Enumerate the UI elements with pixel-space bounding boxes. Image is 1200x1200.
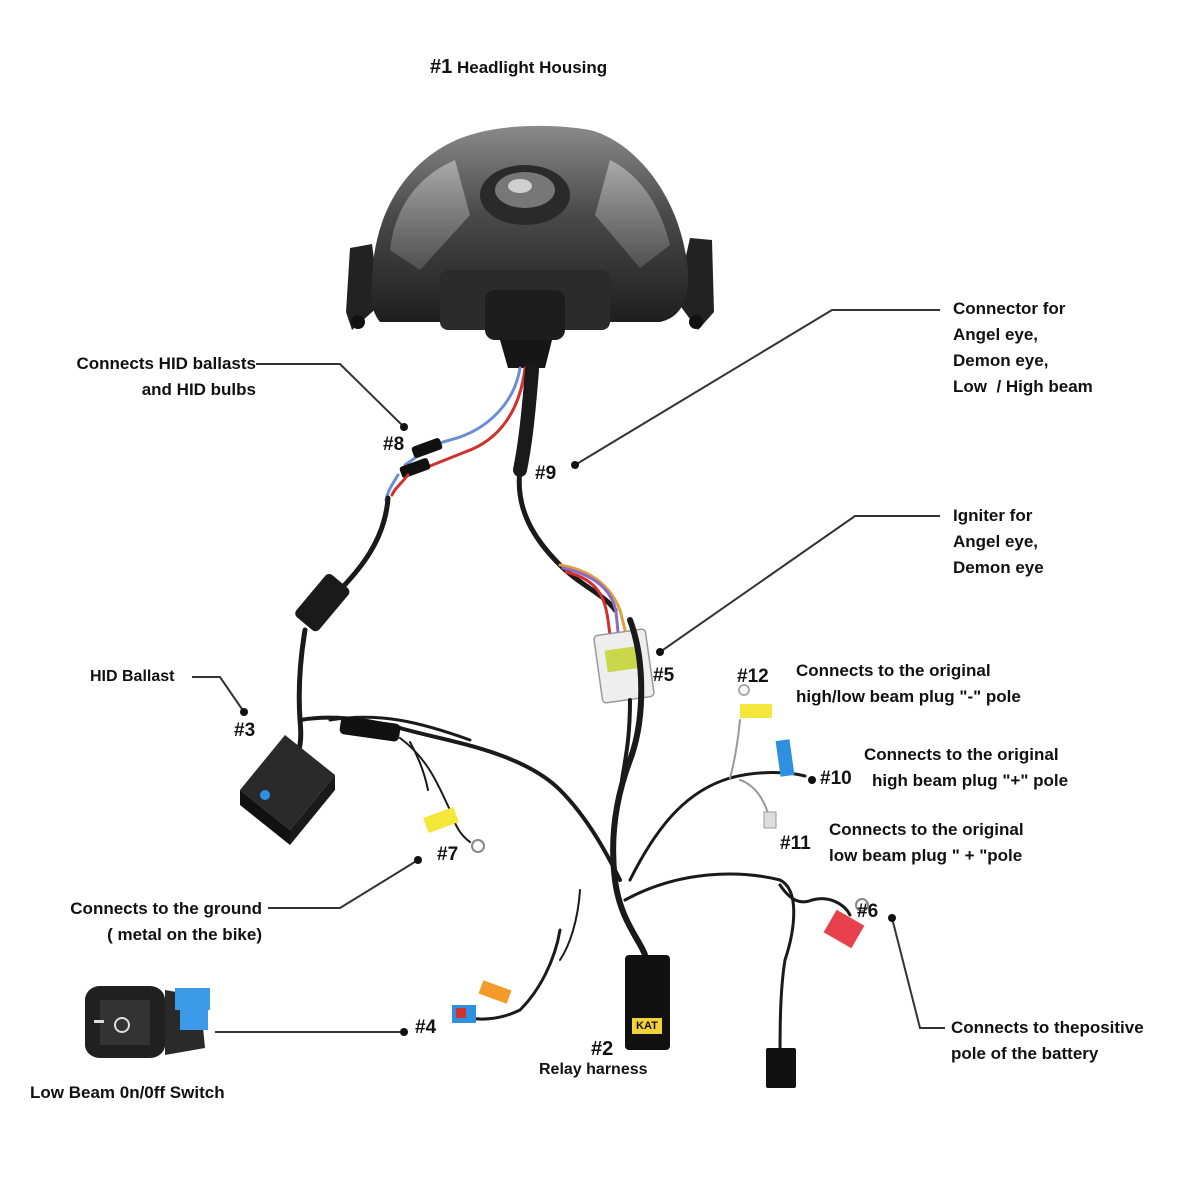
ground-line-1: Connects to the ground (70, 899, 262, 918)
number-10: #10 (820, 768, 852, 789)
leader-dots (240, 423, 896, 1036)
number-12: #12 (737, 666, 769, 687)
igniter-line-3: Demon eye (953, 558, 1044, 577)
number-9: #9 (535, 463, 557, 484)
harness-wires (292, 363, 869, 1088)
hid-connect-line-2: and HID bulbs (141, 380, 256, 399)
low-plus-line-2: low beam plug " + "pole (829, 846, 1023, 865)
headlight-housing-title: #1 Headlight Housing (430, 54, 607, 81)
low-plus-callout: Connects to the original low beam plug "… (829, 817, 1024, 869)
low-plus-line-1: Connects to the original (829, 820, 1024, 839)
high-low-minus-line-2: high/low beam plug "-" pole (796, 687, 1021, 706)
ground-line-2: ( metal on the bike) (107, 925, 262, 944)
connector-line-4: Low / High beam (953, 377, 1093, 396)
number-7: #7 (437, 844, 459, 865)
number-2: #2 (591, 1038, 614, 1060)
number-8: #8 (383, 434, 405, 455)
hid-connect-callout: Connects HID ballasts and HID bulbs (77, 351, 257, 403)
igniter-line-2: Angel eye, (953, 532, 1039, 551)
connector-line-3: Demon eye, (953, 351, 1049, 370)
headlight-housing-label: Headlight Housing (456, 58, 608, 77)
high-plus-line-2: high beam plug "+" pole (872, 771, 1069, 790)
ground-callout: Connects to the ground ( metal on the bi… (70, 896, 262, 948)
number-6: #6 (857, 901, 879, 922)
connector-callout: Connector for Angel eye, Demon eye, Low … (953, 296, 1093, 400)
number-11: #11 (780, 833, 811, 854)
high-low-minus-callout: Connects to the original high/low beam p… (796, 658, 1021, 710)
igniter-line-1: Igniter for (953, 506, 1033, 525)
number-3: #3 (234, 720, 256, 741)
number-5: #5 (653, 665, 675, 686)
headlight-housing (346, 125, 714, 368)
hid-ballast (240, 735, 335, 845)
connector-line-2: Angel eye, (953, 325, 1039, 344)
low-beam-switch (85, 986, 210, 1058)
high-plus-line-1: Connects to the original (864, 745, 1059, 764)
headlight-housing-number: #1 (430, 56, 453, 78)
battery-line-2: pole of the battery (951, 1044, 1099, 1063)
relay-badge: KAT (636, 1020, 658, 1032)
hid-connect-line-1: Connects HID ballasts (76, 354, 257, 373)
leader-lines (192, 309, 945, 1033)
relay-harness-label: Relay harness (539, 1061, 648, 1078)
high-low-minus-line-1: Connects to the original (796, 661, 991, 680)
number-4: #4 (415, 1017, 437, 1038)
hid-ballast-label: HID Ballast (90, 668, 175, 685)
battery-line-1: Connects to thepositive (951, 1018, 1144, 1037)
igniter-callout: Igniter for Angel eye, Demon eye (953, 503, 1044, 581)
switch-label: Low Beam 0n/0ff Switch (30, 1083, 225, 1102)
connector-line-1: Connector for (953, 299, 1066, 318)
battery-callout: Connects to thepositive pole of the batt… (951, 1015, 1144, 1067)
